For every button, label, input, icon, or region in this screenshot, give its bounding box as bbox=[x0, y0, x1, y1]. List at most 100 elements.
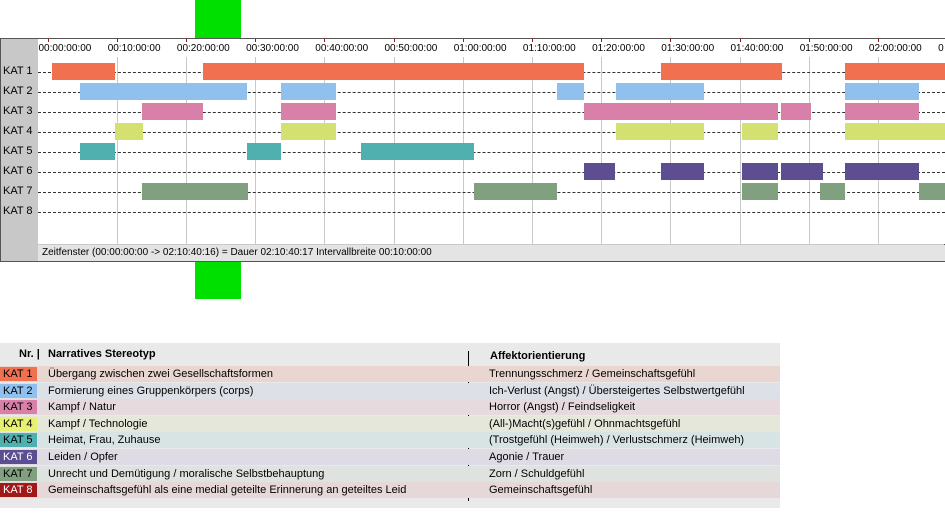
kat-badge: KAT 5 bbox=[0, 433, 37, 448]
row-baseline bbox=[38, 212, 945, 213]
kat-badge: KAT 7 bbox=[0, 466, 37, 481]
segment-bar-kat-4[interactable] bbox=[615, 123, 705, 140]
segment-bar-kat-5[interactable] bbox=[360, 143, 475, 160]
segment-bar-kat-6[interactable] bbox=[661, 163, 705, 180]
segment-bar-kat-2[interactable] bbox=[80, 83, 247, 100]
segment-bar-kat-1[interactable] bbox=[844, 63, 945, 80]
row-baseline bbox=[38, 112, 945, 113]
affect-text: Trennungsschmerz / Gemeinschaftsgefühl bbox=[489, 368, 696, 380]
affect-text: (All-)Macht(s)gefühl / Ohnmachtsgefühl bbox=[489, 417, 681, 430]
legend-row: KAT 1 Übergang zwischen zwei Gesellschaft… bbox=[0, 366, 780, 382]
segment-bar-kat-3[interactable] bbox=[844, 103, 920, 120]
row-baseline bbox=[38, 92, 945, 93]
row-label: KAT 3 bbox=[3, 105, 33, 117]
segment-bar-kat-7[interactable] bbox=[919, 183, 945, 200]
segment-bar-kat-6[interactable] bbox=[583, 163, 615, 180]
legend-header-affect: Affektorientierung bbox=[490, 350, 586, 362]
segment-bar-kat-4[interactable] bbox=[281, 123, 337, 140]
ruler-tick bbox=[809, 39, 810, 42]
row-label: KAT 7 bbox=[3, 185, 33, 197]
kat-badge: KAT 4 bbox=[0, 416, 37, 431]
grid-line-vertical bbox=[740, 57, 741, 244]
segment-bar-kat-3[interactable] bbox=[141, 103, 203, 120]
segment-bar-kat-5[interactable] bbox=[246, 143, 282, 160]
row-label: KAT 8 bbox=[3, 205, 33, 217]
segment-bar-kat-4[interactable] bbox=[741, 123, 779, 140]
affect-text: (Trostgefühl (Heimweh) / Verlustschmerz … bbox=[489, 434, 745, 447]
tick-label: 00:20:00:00 bbox=[176, 43, 230, 54]
segment-bar-kat-1[interactable] bbox=[51, 63, 116, 80]
segment-bar-kat-4[interactable] bbox=[844, 123, 945, 140]
segment-bar-kat-2[interactable] bbox=[556, 83, 585, 100]
segment-bar-kat-4[interactable] bbox=[115, 123, 143, 140]
segment-bar-kat-3[interactable] bbox=[281, 103, 337, 120]
kat-badge: KAT 3 bbox=[0, 400, 37, 415]
grid-line-vertical bbox=[532, 57, 533, 244]
ruler-tick bbox=[186, 39, 187, 42]
legend-row: KAT 4 Kampf / Technologie (All-)Macht(s)ge… bbox=[0, 415, 780, 432]
tick-label: 01:10:00:00 bbox=[522, 43, 576, 54]
kat-badge: KAT 1 bbox=[0, 367, 37, 381]
ruler-tick bbox=[532, 39, 533, 42]
timeline-plot[interactable] bbox=[38, 57, 945, 244]
segment-bar-kat-1[interactable] bbox=[661, 63, 783, 80]
time-cursor-marker-top[interactable] bbox=[195, 0, 241, 38]
segment-bar-kat-3[interactable] bbox=[781, 103, 811, 120]
grid-line-vertical bbox=[670, 57, 671, 244]
segment-bar-kat-6[interactable] bbox=[781, 163, 823, 180]
stereotype-text: Kampf / Technologie bbox=[48, 417, 148, 430]
ruler-tick bbox=[878, 39, 879, 42]
segment-bar-kat-7[interactable] bbox=[741, 183, 779, 200]
ruler-tick bbox=[48, 39, 49, 42]
tick-label: 00:50:00:00 bbox=[384, 43, 438, 54]
legend-row: KAT 6 Leiden / Opfer Agonie / Trauer bbox=[0, 449, 780, 465]
affect-text: Gemeinschaftsgefühl bbox=[489, 484, 593, 497]
grid-line-vertical bbox=[809, 57, 810, 244]
grid-line-vertical bbox=[186, 57, 187, 244]
row-label: KAT 5 bbox=[3, 145, 33, 157]
stereotype-text: Kampf / Natur bbox=[48, 401, 116, 414]
legend-header-stereotype: Narratives Stereotyp bbox=[48, 348, 156, 360]
segment-bar-kat-2[interactable] bbox=[615, 83, 705, 100]
ruler-tick bbox=[601, 39, 602, 42]
segment-bar-kat-2[interactable] bbox=[844, 83, 920, 100]
stereotype-text: Unrecht und Demütigung / moralische Selb… bbox=[48, 467, 325, 480]
row-baseline bbox=[38, 152, 945, 153]
affect-text: Agonie / Trauer bbox=[489, 451, 565, 463]
row-baseline bbox=[38, 132, 945, 133]
row-label: KAT 6 bbox=[3, 165, 33, 177]
kat-badge: KAT 6 bbox=[0, 450, 37, 464]
grid-line-vertical bbox=[601, 57, 602, 244]
tick-label: 01:20:00:00 bbox=[592, 43, 645, 54]
kat-badge: KAT 2 bbox=[0, 383, 37, 398]
segment-bar-kat-7[interactable] bbox=[474, 183, 557, 200]
legend-table: Nr. | Narratives Stereotyp Affektorienti… bbox=[0, 343, 780, 508]
segment-bar-kat-3[interactable] bbox=[583, 103, 779, 120]
ruler-tick bbox=[255, 39, 256, 42]
segment-bar-kat-7[interactable] bbox=[819, 183, 846, 200]
legend-row: KAT 2 Formierung eines Gruppenkörpers (co… bbox=[0, 382, 780, 399]
tick-label: 01:00:00:00 bbox=[453, 43, 507, 54]
stereotype-text: Leiden / Opfer bbox=[48, 451, 118, 463]
stereotype-text: Gemeinschaftsgefühl als eine medial gete… bbox=[48, 484, 407, 497]
segment-bar-kat-7[interactable] bbox=[141, 183, 249, 200]
tick-label: 02:00:00:00 bbox=[868, 43, 922, 54]
segment-bar-kat-2[interactable] bbox=[281, 83, 337, 100]
ruler-tick bbox=[117, 39, 118, 42]
segment-bar-kat-1[interactable] bbox=[202, 63, 584, 80]
time-cursor-marker-bottom[interactable] bbox=[195, 262, 241, 299]
tick-label: 00:40:00:00 bbox=[315, 43, 369, 54]
stereotype-text: Formierung eines Gruppenkörpers (corps) bbox=[48, 384, 254, 397]
row-label: KAT 4 bbox=[3, 125, 33, 137]
segment-bar-kat-5[interactable] bbox=[80, 143, 116, 160]
segment-bar-kat-6[interactable] bbox=[741, 163, 779, 180]
stereotype-text: Übergang zwischen zwei Gesellschaftsform… bbox=[48, 368, 273, 380]
legend-row: KAT 7 Unrecht und Demütigung / moralische… bbox=[0, 465, 780, 482]
tick-label: 00:10:00:00 bbox=[107, 43, 161, 54]
segment-bar-kat-6[interactable] bbox=[844, 163, 920, 180]
